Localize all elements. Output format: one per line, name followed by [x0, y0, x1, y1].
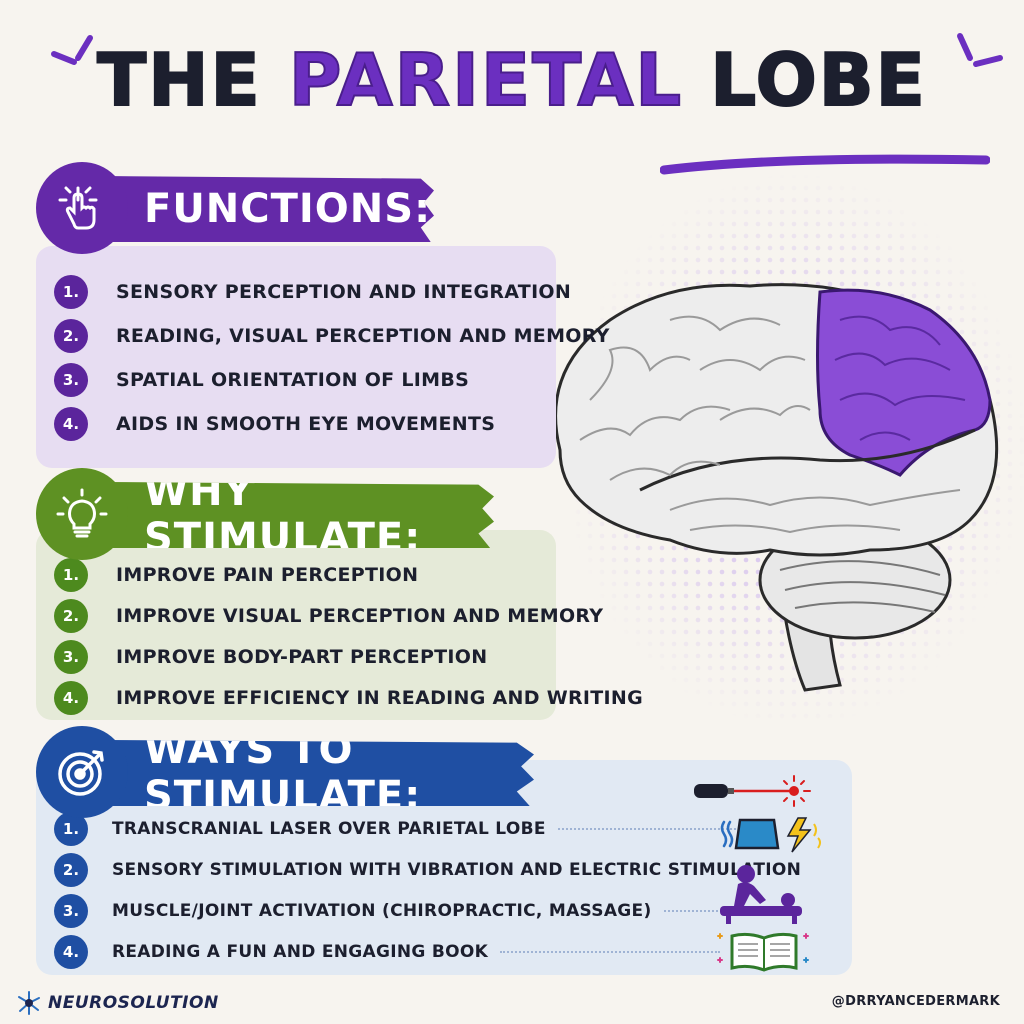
title-part-parietal: PARIETAL [288, 38, 684, 122]
list-item: 4. Aids in smooth eye movements [54, 402, 610, 446]
title-part-the: THE [96, 38, 262, 122]
list-item: 4. Improve efficiency in reading and writ… [54, 677, 643, 718]
list-item: 2. Improve visual perception and memory [54, 595, 643, 636]
item-number: 3. [54, 363, 88, 397]
item-number: 4. [54, 680, 88, 715]
why-stimulate-heading: WHY STIMULATE: [104, 482, 494, 548]
item-number: 3. [54, 893, 88, 928]
item-number: 4. [54, 407, 88, 441]
page-title: THE PARIETAL LOBE [0, 43, 1024, 117]
list-item: 3. Spatial orientation of limbs [54, 358, 610, 402]
item-text: Sensory perception and integration [116, 281, 572, 303]
functions-list: 1. Sensory perception and integration 2. R… [54, 270, 610, 446]
brain-illustration [554, 283, 999, 692]
item-number: 4. [54, 934, 88, 969]
item-text: Improve pain perception [116, 563, 419, 586]
item-number: 2. [54, 319, 88, 353]
sparks-right-icon [957, 33, 1003, 67]
item-text: Spatial orientation of limbs [116, 369, 470, 391]
ways-to-stimulate-list: 1.Transcranial laser over parietal lobe … [54, 808, 801, 972]
item-number: 2. [54, 598, 88, 633]
item-text: Improve efficiency in reading and writin… [116, 686, 644, 709]
parietal-lobe-highlight [816, 288, 992, 477]
list-item: 4. Reading a fun and engaging book [54, 931, 801, 972]
list-item: 2. Reading, visual perception and memory [54, 314, 610, 358]
functions-panel [36, 246, 556, 468]
item-text: Aids in smooth eye movements [116, 413, 496, 435]
item-text: Sensory stimulation with vibration and e… [112, 859, 802, 880]
laser-icon [694, 775, 811, 807]
dotted-leader [557, 827, 748, 830]
ways-to-stimulate-heading: WAYS TO STIMULATE: [104, 740, 534, 806]
pointer-hand-icon [36, 162, 128, 254]
target-icon [36, 726, 128, 818]
item-text: Reading a fun and engaging book [112, 941, 489, 962]
sparks-left-icon [51, 35, 93, 65]
list-item: 3. Muscle/joint activation (chiropractic,… [54, 890, 801, 931]
vibration-electric-icon [720, 817, 821, 853]
lightbulb-icon [36, 468, 128, 560]
item-number: 1. [54, 557, 88, 592]
item-text: Reading, visual perception and memory [116, 325, 610, 347]
item-text: Improve body-part perception [116, 645, 488, 668]
author-handle: @DRRYANCEDERMARK [831, 994, 1000, 1009]
item-number: 2. [54, 852, 88, 887]
why-stimulate-list: 1. Improve pain perception 2. Improve visu… [54, 554, 643, 718]
item-text: Muscle/joint activation (chiropractic, m… [112, 900, 652, 921]
list-item: 1. Sensory perception and integration [54, 270, 610, 314]
dotted-leader [663, 909, 754, 912]
list-item: 1.Transcranial laser over parietal lobe [54, 808, 801, 849]
item-text: Transcranial laser over parietal lobe [112, 818, 546, 839]
title-underline [660, 154, 990, 175]
why-stimulate-panel [36, 530, 556, 720]
functions-heading: FUNCTIONS: [104, 176, 434, 242]
title-part-lobe: LOBE [709, 38, 927, 122]
item-number: 3. [54, 639, 88, 674]
open-book-icon [717, 932, 809, 972]
dotted-leader [500, 950, 721, 953]
massage-icon [720, 865, 802, 924]
ways-to-stimulate-banner: WAYS TO STIMULATE: [36, 726, 534, 818]
item-text: Improve visual perception and memory [116, 604, 604, 627]
list-item: 2. Sensory stimulation with vibration and… [54, 849, 801, 890]
footer-brand: NEUROSOLUTION [16, 990, 219, 1016]
item-number: 1. [54, 275, 88, 309]
brand-name: NEUROSOLUTION [48, 993, 219, 1013]
neuron-logo-icon [18, 991, 40, 1015]
functions-banner: FUNCTIONS: [36, 162, 434, 254]
list-item: 1. Improve pain perception [54, 554, 643, 595]
list-item: 3. Improve body-part perception [54, 636, 643, 677]
why-stimulate-banner: WHY STIMULATE: [36, 468, 494, 560]
